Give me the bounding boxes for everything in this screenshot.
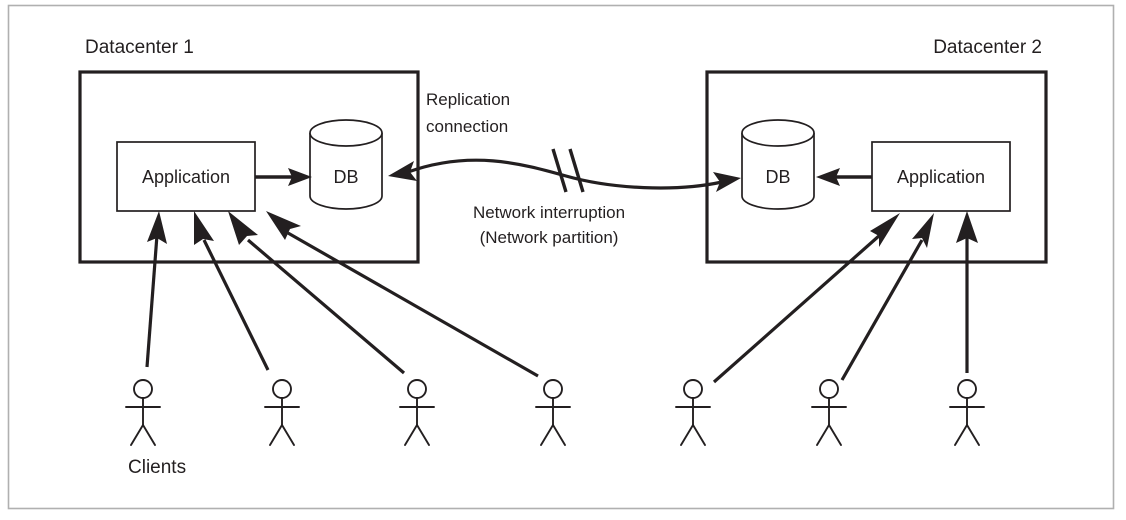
- replication-arrowhead-right: [713, 172, 741, 192]
- dc1-database-cylinder[interactable]: DB: [309, 119, 383, 210]
- client-figure[interactable]: [949, 379, 985, 446]
- client-figure[interactable]: [811, 379, 847, 446]
- interruption-label-line1: Network interruption: [473, 203, 625, 222]
- dc1-application-label: Application: [142, 167, 230, 187]
- break-slash-1: [551, 148, 568, 193]
- dc2-database-cylinder[interactable]: DB: [741, 119, 815, 210]
- client-figure[interactable]: [675, 379, 711, 446]
- interruption-label-line2: (Network partition): [480, 228, 619, 247]
- replication-connection-group: Replication connection Network interrupt…: [388, 90, 741, 247]
- datacenter-2-label: Datacenter 2: [933, 37, 1042, 58]
- replication-label-line1: Replication: [426, 90, 510, 109]
- datacenter-1-group: Datacenter 1 Application DB: [78, 37, 420, 264]
- client-figures: [125, 379, 985, 446]
- replication-label-line2: connection: [426, 117, 508, 136]
- client-figure[interactable]: [535, 379, 571, 446]
- dc1-client-arrows: [145, 211, 539, 378]
- dc2-client-arrows: [712, 211, 978, 384]
- break-slash-2: [568, 148, 585, 193]
- dc2-application-label: Application: [897, 167, 985, 187]
- datacenter-1-label: Datacenter 1: [85, 37, 194, 58]
- dc2-app-to-db-arrow: [816, 168, 872, 186]
- replication-arrowhead-left: [388, 161, 417, 181]
- dc1-app-to-db-arrow: [255, 168, 312, 186]
- dc2-database-label: DB: [765, 167, 790, 187]
- clients-label: Clients: [128, 457, 186, 478]
- client-figure[interactable]: [125, 379, 161, 446]
- datacenter-2-group: Datacenter 2 DB Application: [705, 37, 1048, 264]
- client-figure[interactable]: [399, 379, 435, 446]
- dc2-application-box[interactable]: [871, 141, 1011, 212]
- dc1-database-label: DB: [333, 167, 358, 187]
- client-figure[interactable]: [264, 379, 300, 446]
